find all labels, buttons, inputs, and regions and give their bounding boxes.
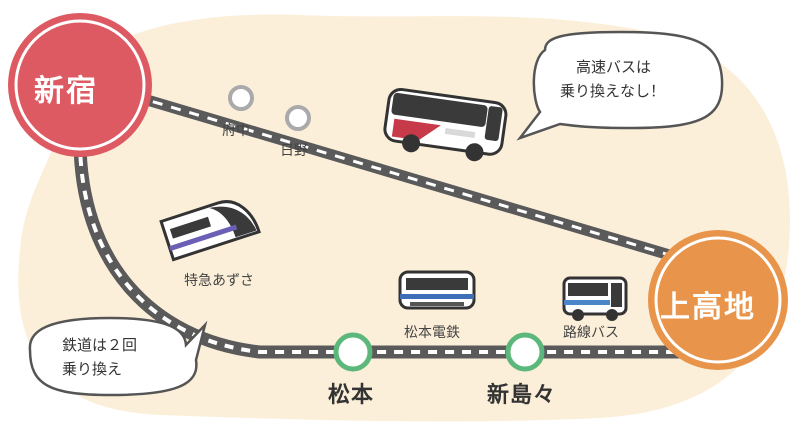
bubble-express-bus (516, 30, 724, 141)
hub-kamikochi-ring (654, 236, 782, 364)
route-bus-label: 路線バス (563, 325, 619, 341)
hub-kamikochi (648, 230, 788, 370)
station-hino-label: 日野 (280, 143, 308, 159)
matsumoto-railway-icon (398, 270, 476, 310)
station-matsumoto-label: 松本 (328, 383, 375, 408)
matsumoto-railway-label: 松本電鉄 (404, 325, 460, 341)
hub-shinjuku-ring (14, 19, 146, 151)
station-fuchu-label: 府中 (222, 123, 250, 139)
bubble-express-bus-line-2: 乗り換えなし！ (560, 82, 666, 100)
station-hino-marker (285, 105, 311, 131)
route-bus-icon (562, 276, 628, 321)
hub-shinjuku-label: 新宿 (34, 74, 98, 109)
limited-express-label: 特急あずさ (184, 273, 254, 289)
limited-express-train-icon (159, 200, 261, 262)
station-shinshimashima-label: 新島々 (487, 383, 557, 408)
hub-kamikochi-label: 上高地 (660, 290, 756, 325)
station-fuchu-marker (228, 85, 254, 111)
station-matsumoto-marker (333, 332, 373, 372)
bubble-rail-line-2: 乗り換え (62, 360, 123, 378)
highway-bus-icon (383, 87, 508, 162)
bubble-express-bus-line-1: 高速バスは (576, 58, 652, 76)
bubble-rail (28, 316, 208, 397)
express-bus-line (74, 74, 726, 276)
hub-shinjuku (8, 13, 152, 157)
rail-line (73, 133, 727, 359)
bubble-rail-line-1: 鉄道は２回 (62, 336, 138, 354)
station-shinshimashima-marker (505, 332, 545, 372)
